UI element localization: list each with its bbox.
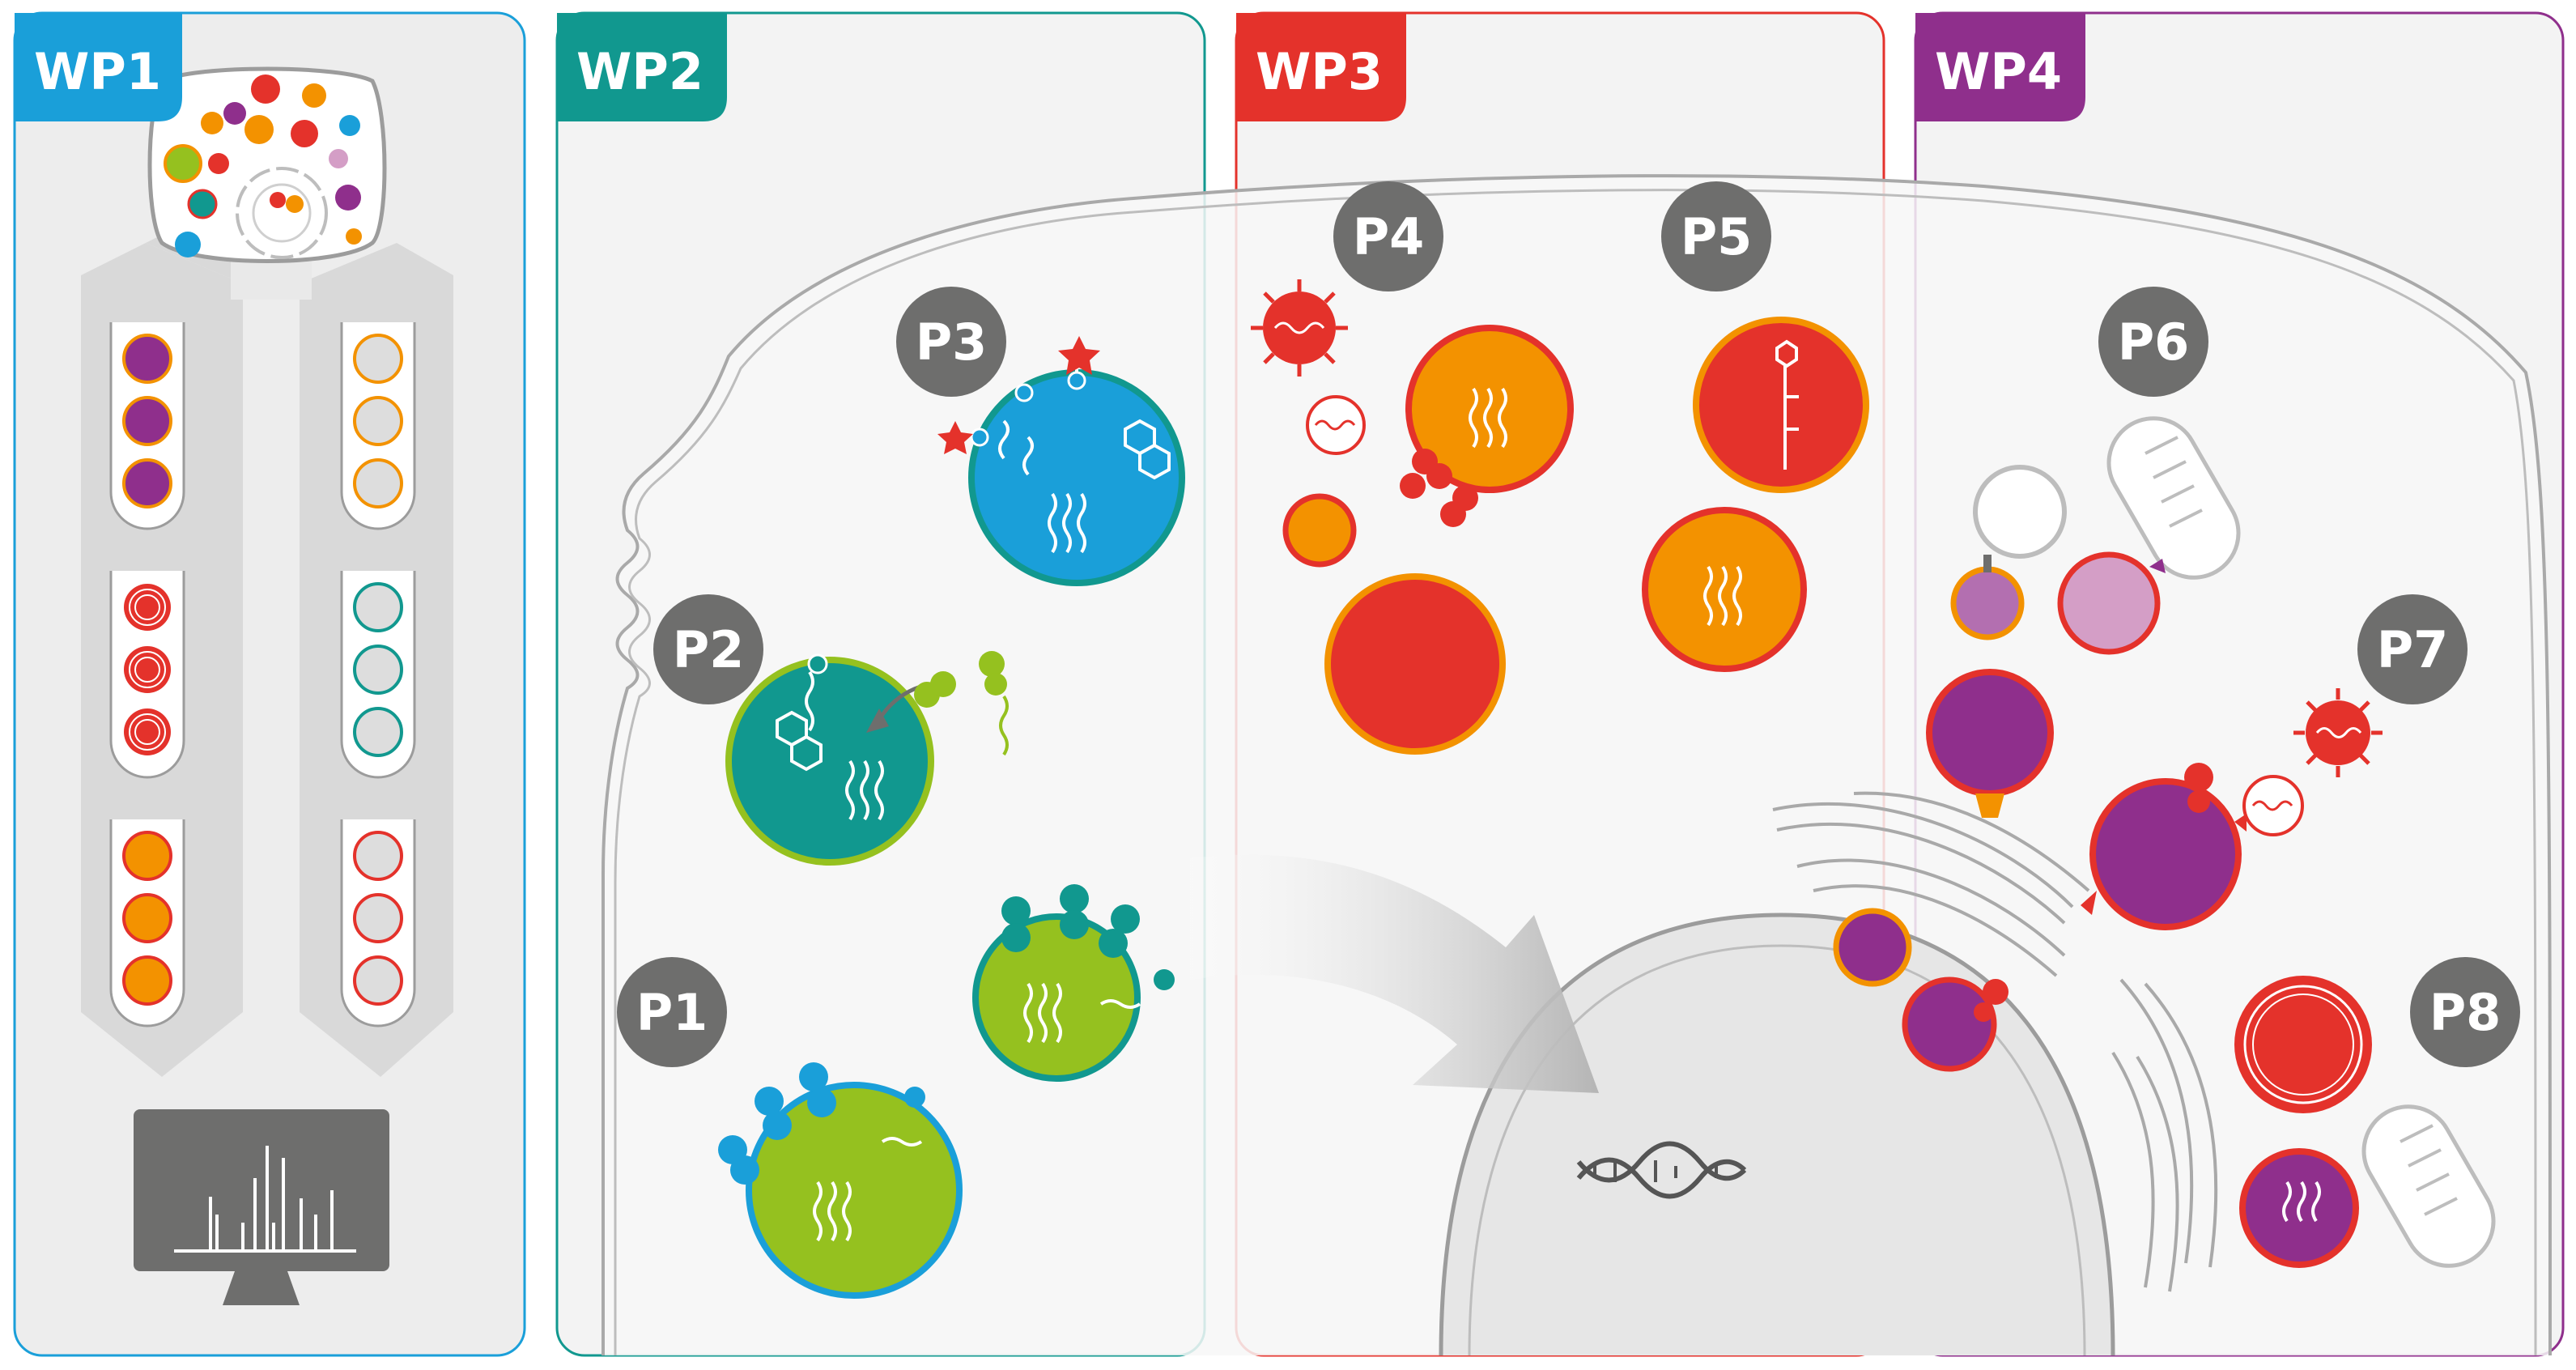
mitochondrion-icon xyxy=(2106,416,2241,580)
empty-vesicle xyxy=(1973,465,2067,559)
marker-p8-label: P8 xyxy=(2429,983,2502,1042)
test-tube-icon xyxy=(109,571,185,779)
purple-vesicle-large xyxy=(2081,763,2247,930)
small-orange-vesicle xyxy=(1282,493,1357,568)
virus-icon xyxy=(2293,688,2383,777)
dna-icon xyxy=(1576,1141,1747,1199)
marker-p2-label: P2 xyxy=(673,620,745,679)
purple-vesicle-small xyxy=(1833,908,1912,987)
teal-vesicle xyxy=(725,651,1009,866)
wp1-label: WP1 xyxy=(34,42,161,101)
marker-p6: P6 xyxy=(2098,287,2208,397)
marker-p2: P2 xyxy=(653,594,763,704)
light-purple-vesicle xyxy=(2057,551,2166,655)
test-tube-icon xyxy=(109,819,185,1028)
purple-vesicle xyxy=(1926,669,2054,818)
golgi-apparatus-icon xyxy=(1772,791,2218,1292)
marker-p4: P4 xyxy=(1333,181,1443,291)
wp4-label: WP4 xyxy=(1935,42,2062,101)
green-vesicle-small xyxy=(972,884,1175,1082)
purple-vesicle-nucleus xyxy=(1902,976,2009,1072)
blue-vesicle xyxy=(937,336,1185,586)
marker-p7-label: P7 xyxy=(2377,620,2449,679)
green-vesicle-large xyxy=(718,1062,963,1299)
light-purple-vesicle-small xyxy=(1950,555,2025,640)
wp4-tab: WP4 xyxy=(1915,13,2085,121)
marker-p4-label: P4 xyxy=(1353,207,1425,266)
marker-p3: P3 xyxy=(896,287,1006,397)
wp2-tab: WP2 xyxy=(557,13,727,121)
wp3-tab: WP3 xyxy=(1236,13,1406,121)
test-tube-icon xyxy=(109,322,185,530)
marker-p1-label: P1 xyxy=(636,983,708,1042)
orange-vesicle xyxy=(1400,325,1574,527)
marker-p7: P7 xyxy=(2357,594,2468,704)
marker-p6-label: P6 xyxy=(2118,313,2190,372)
orange-vesicle-p5 xyxy=(1642,507,1807,672)
marker-p5-label: P5 xyxy=(1681,207,1753,266)
transport-arrow xyxy=(1190,854,1599,1093)
red-vesicle-p5 xyxy=(1693,317,1869,493)
virus-capsule-icon xyxy=(2242,775,2304,836)
wp3-label: WP3 xyxy=(1256,42,1383,101)
mitochondrion-icon xyxy=(2361,1104,2496,1268)
test-tube-icon xyxy=(340,322,416,530)
red-ringed-vesicle xyxy=(2234,976,2372,1113)
marker-p5: P5 xyxy=(1661,181,1771,291)
virus-icon xyxy=(1251,279,1348,377)
mass-spectrum-monitor-icon xyxy=(134,1109,389,1305)
test-tube-icon xyxy=(340,819,416,1028)
virus-capsule-icon xyxy=(1306,395,1366,455)
marker-p8: P8 xyxy=(2410,957,2520,1067)
red-vesicle xyxy=(1324,573,1506,755)
wp2-label: WP2 xyxy=(576,42,704,101)
marker-p3-label: P3 xyxy=(916,313,988,372)
wp1-tab: WP1 xyxy=(15,13,182,121)
test-tube-icon xyxy=(340,571,416,779)
purple-vesicle-p8 xyxy=(2239,1148,2359,1268)
marker-p1: P1 xyxy=(617,957,727,1067)
cell-sample-icon xyxy=(147,66,387,263)
